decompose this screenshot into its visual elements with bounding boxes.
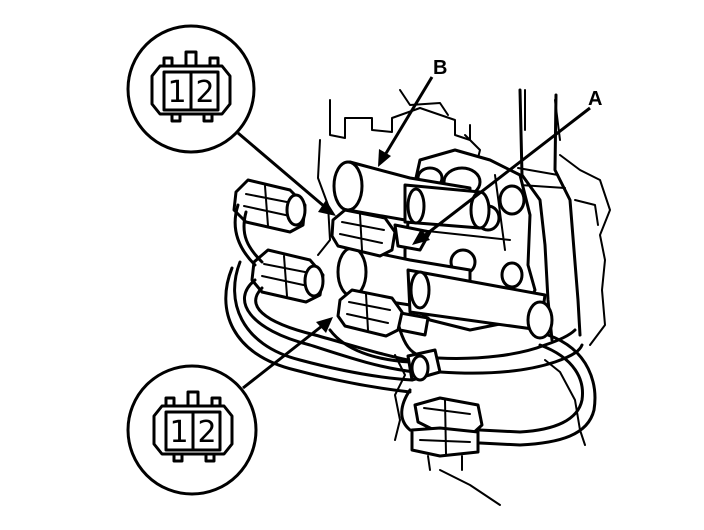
harness-connector-lower [250, 248, 325, 304]
upper-pin-2-label: 2 [195, 75, 214, 110]
leader-a [412, 106, 591, 245]
upper-pin-1-label: 1 [167, 75, 186, 110]
inline-connector [410, 396, 484, 471]
leader-lower-view [242, 317, 333, 390]
solenoid-upper [332, 160, 491, 252]
leader-upper-view [237, 131, 336, 216]
solenoid-connector-lower [336, 288, 404, 338]
solenoid-connector-upper [330, 208, 397, 258]
connector-view-upper: 1 2 [126, 24, 256, 154]
engine-bracket-outline [317, 89, 611, 506]
callout-a-label: A [588, 88, 602, 110]
leader-b [378, 76, 434, 167]
lower-pin-1-label: 1 [169, 415, 188, 450]
harness-connector-upper [232, 178, 307, 234]
connector-view-lower: 1 2 [126, 364, 258, 496]
wire-harness [224, 203, 597, 447]
lower-pin-2-label: 2 [197, 415, 216, 450]
callout-b-label: B [433, 57, 447, 79]
